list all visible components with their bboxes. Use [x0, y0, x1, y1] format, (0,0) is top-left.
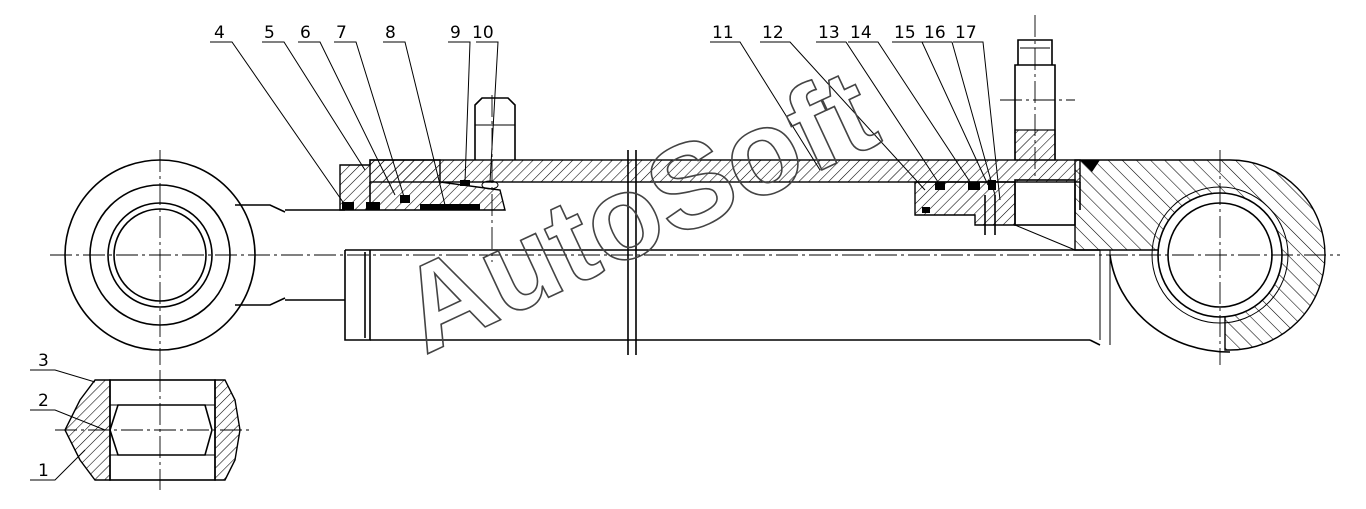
leader-lines	[30, 41, 1001, 481]
left-rod-eye	[64, 150, 286, 365]
part-label-12: 12	[762, 23, 784, 43]
part-label-8: 8	[385, 23, 396, 43]
part-label-6: 6	[300, 23, 311, 43]
part-label-17: 17	[955, 23, 977, 43]
rear-port-fitting	[1000, 15, 1075, 180]
part-label-10: 10	[472, 23, 494, 43]
piston-rod	[285, 209, 1090, 341]
watermark: AutoSoft	[379, 43, 895, 378]
front-gland	[339, 95, 516, 262]
part-label-2: 2	[38, 391, 49, 411]
part-label-13: 13	[818, 23, 840, 43]
detail-view-bearing	[55, 370, 250, 490]
piston-assembly	[914, 179, 1076, 251]
part-label-3: 3	[38, 351, 49, 371]
part-labels: 1 2 3 4 5 6 7 8 9 10 11 12 13 14 15 16 1…	[38, 23, 977, 481]
part-label-7: 7	[336, 23, 347, 43]
part-label-9: 9	[450, 23, 461, 43]
rear-end-cap	[1074, 150, 1326, 365]
part-label-4: 4	[214, 23, 225, 43]
part-label-14: 14	[850, 23, 872, 43]
part-label-1: 1	[38, 461, 49, 481]
part-label-5: 5	[264, 23, 275, 43]
part-label-16: 16	[924, 23, 946, 43]
part-label-15: 15	[894, 23, 916, 43]
part-label-11: 11	[712, 23, 734, 43]
